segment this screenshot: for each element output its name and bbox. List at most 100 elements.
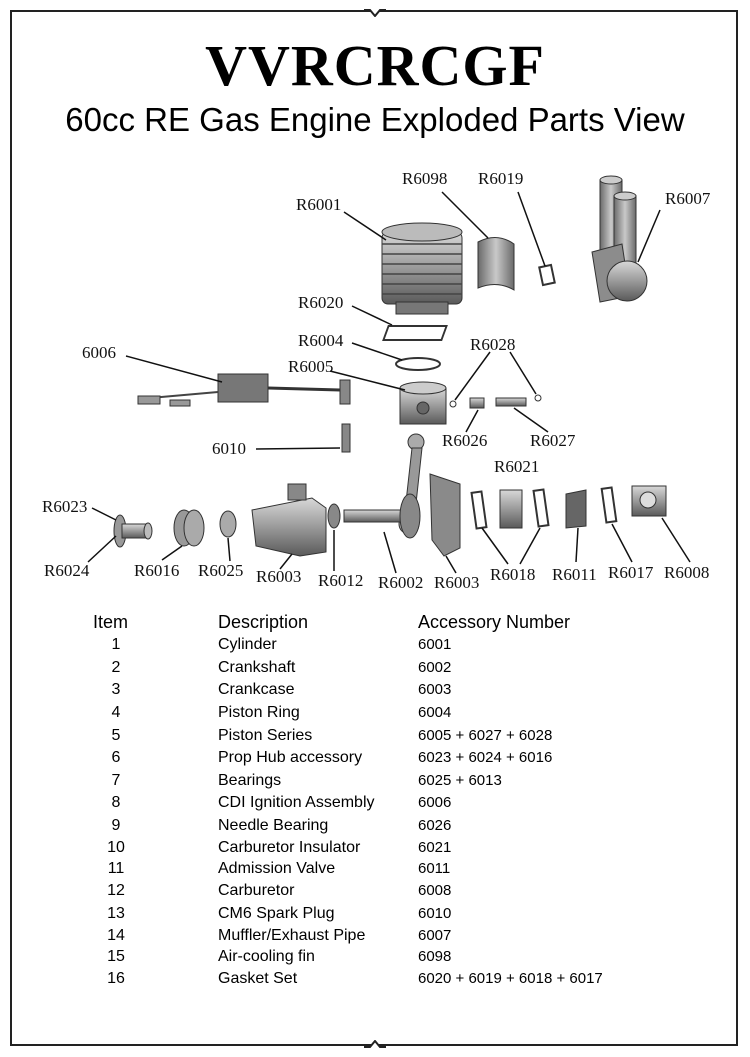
piston-part — [399, 381, 447, 425]
header-item: Item — [93, 612, 129, 632]
cell-accessory: 6098 — [418, 948, 452, 965]
label-r6018: R6018 — [490, 565, 535, 584]
table-row: 5 Piston Series 6005 + 6027 + 6028 — [0, 727, 750, 749]
label-r6027: R6027 — [530, 431, 576, 450]
gasket-6020-part — [382, 325, 448, 341]
carburetor-part — [631, 485, 667, 517]
cell-description: Carburetor Insulator — [218, 839, 361, 856]
label-r6005: R6005 — [288, 357, 333, 376]
label-r6024: R6024 — [44, 561, 90, 580]
gasket-6018b-part — [532, 488, 550, 528]
cell-description: Crankcase — [218, 681, 295, 698]
top-notch — [364, 9, 386, 17]
label-r6003-rear: R6003 — [434, 573, 479, 592]
label-r6008: R6008 — [664, 563, 709, 582]
table-row: 4 Piston Ring 6004 — [0, 704, 750, 726]
label-r6003-front: R6003 — [256, 567, 301, 586]
cooling-fin-part — [477, 237, 515, 291]
cell-description: Prop Hub accessory — [218, 749, 363, 766]
header-description: Description — [218, 612, 309, 632]
gasket-6017-part — [600, 486, 618, 524]
piston-pin-part — [495, 397, 527, 407]
label-6010: 6010 — [212, 439, 246, 458]
cell-item: 1 — [111, 636, 121, 653]
table-row: 9 Needle Bearing 6026 — [0, 817, 750, 839]
cell-item: 15 — [107, 948, 125, 965]
cell-accessory: 6010 — [418, 905, 452, 922]
table-row: 3 Crankcase 6003 — [0, 681, 750, 703]
label-r6011: R6011 — [552, 565, 597, 584]
label-r6020: R6020 — [298, 293, 343, 312]
spark-plug-part — [341, 423, 351, 453]
cell-description: Muffler/Exhaust Pipe — [218, 927, 366, 944]
bearing-part — [219, 510, 237, 538]
cell-item: 16 — [107, 970, 125, 987]
cell-accessory: 6003 — [418, 681, 452, 698]
label-r6023: R6023 — [42, 497, 87, 516]
cell-description: CDI Ignition Assembly — [218, 794, 375, 811]
label-r6098: R6098 — [402, 169, 447, 188]
clip-part — [534, 394, 542, 402]
label-r6026: R6026 — [442, 431, 487, 450]
prop-hub-part — [113, 514, 153, 548]
label-r6001: R6001 — [296, 195, 341, 214]
label-6006: 6006 — [82, 343, 116, 362]
prop-washer-part — [173, 509, 205, 547]
cell-description: Gasket Set — [218, 970, 298, 987]
table-row: 11 Admission Valve 6011 — [0, 860, 750, 882]
cell-accessory: 6002 — [418, 659, 452, 676]
label-r6028: R6028 — [470, 335, 515, 354]
crankcase-rear-part — [429, 473, 461, 557]
exploded-parts-diagram: R6001 R6098 R6019 R6007 R6020 R6004 6006… — [42, 169, 711, 592]
cell-item: 7 — [111, 772, 121, 789]
cell-item: 2 — [111, 659, 121, 676]
piston-ring-part — [395, 357, 441, 371]
cell-accessory: 6023 + 6024 + 6016 — [418, 749, 553, 766]
cell-description: Cylinder — [218, 636, 277, 653]
cdi-ignition-part — [137, 373, 351, 407]
cell-description: Piston Ring — [218, 704, 300, 721]
muffler-part — [591, 175, 648, 303]
cell-item: 11 — [107, 860, 125, 877]
cell-accessory: 6004 — [418, 704, 452, 721]
cell-description: Air-cooling fin — [218, 948, 315, 965]
cell-item: 9 — [111, 817, 121, 834]
cell-item: 13 — [107, 905, 125, 922]
label-r6019: R6019 — [478, 169, 523, 188]
label-r6007: R6007 — [665, 189, 711, 208]
brand-title: VVRCRCGF — [205, 33, 545, 98]
table-row: 13 CM6 Spark Plug 6010 — [0, 905, 750, 927]
label-r6002: R6002 — [378, 573, 423, 592]
table-row: 2 Crankshaft 6002 — [0, 659, 750, 681]
label-r6025: R6025 — [198, 561, 243, 580]
cell-item: 14 — [107, 927, 125, 944]
header-accessory-number: Accessory Number — [418, 612, 571, 632]
cylinder-part — [381, 222, 463, 315]
cell-description: Crankshaft — [218, 659, 296, 676]
cell-accessory: 6011 — [418, 860, 451, 877]
cell-accessory: 6005 + 6027 + 6028 — [418, 727, 553, 744]
cell-item: 4 — [111, 704, 121, 721]
clip-part — [449, 400, 457, 408]
gasket-6019-part — [538, 263, 556, 287]
cell-description: Needle Bearing — [218, 817, 329, 834]
cell-description: Piston Series — [218, 727, 313, 744]
cell-item: 3 — [111, 681, 121, 698]
cell-description: Carburetor — [218, 882, 295, 899]
label-r6017: R6017 — [608, 563, 654, 582]
cell-accessory: 6026 — [418, 817, 452, 834]
cell-item: 5 — [111, 727, 121, 744]
cell-description: CM6 Spark Plug — [218, 905, 335, 922]
cell-description: Admission Valve — [218, 860, 336, 877]
cell-item: 12 — [107, 882, 125, 899]
crankcase-front-part — [251, 483, 327, 557]
crankshaft-part — [343, 493, 421, 539]
